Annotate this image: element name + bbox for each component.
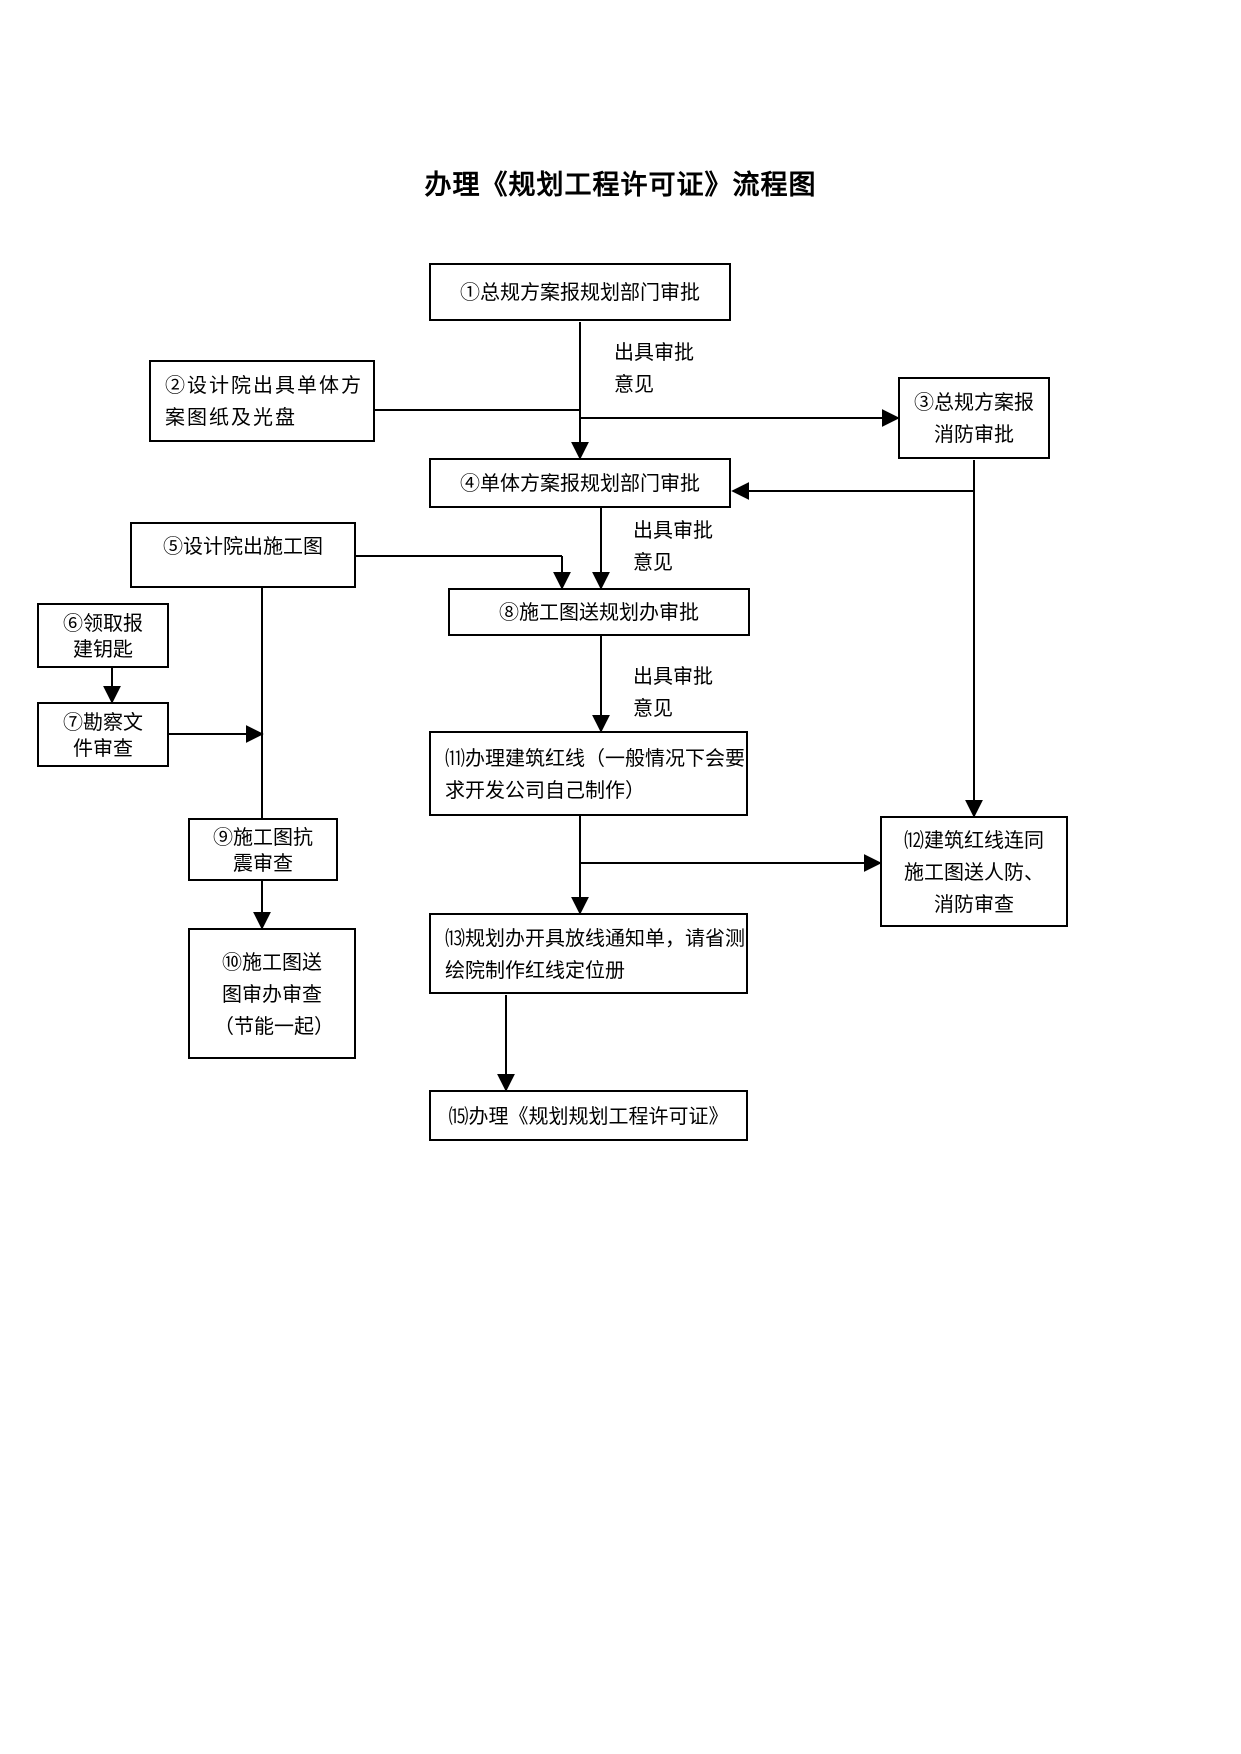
node-10: ⑩施工图送图审办审查（节能一起） <box>188 928 356 1059</box>
note-approval-3: 出具审批意见 <box>633 664 713 720</box>
node-13: ⒀规划办开具放线通知单，请省测绘院制作红线定位册 <box>429 913 748 994</box>
node-3: ③总规方案报消防审批 <box>898 377 1050 459</box>
node-5: ⑤设计院出施工图 <box>130 522 356 588</box>
page-title: 办理《规划工程许可证》流程图 <box>424 170 817 201</box>
note-approval-2: 出具审批意见 <box>633 518 713 574</box>
node-9: ⑨施工图抗震审查 <box>188 818 338 881</box>
node-2: ②设计院出具单体方案图纸及光盘 <box>149 360 375 442</box>
node-12: ⑿建筑红线连同施工图送人防、消防审查 <box>880 816 1068 927</box>
node-15: ⒂办理《规划规划工程许可证》 <box>429 1090 748 1141</box>
node-4: ④单体方案报规划部门审批 <box>429 458 731 508</box>
node-7: ⑦勘察文件审查 <box>37 702 169 767</box>
note-approval-1: 出具审批意见 <box>614 340 694 396</box>
node-8: ⑧施工图送规划办审批 <box>448 588 750 636</box>
node-6: ⑥领取报建钥匙 <box>37 603 169 668</box>
node-11: ⑾办理建筑红线（一般情况下会要求开发公司自己制作） <box>429 731 748 816</box>
node-1: ①总规方案报规划部门审批 <box>429 263 731 321</box>
